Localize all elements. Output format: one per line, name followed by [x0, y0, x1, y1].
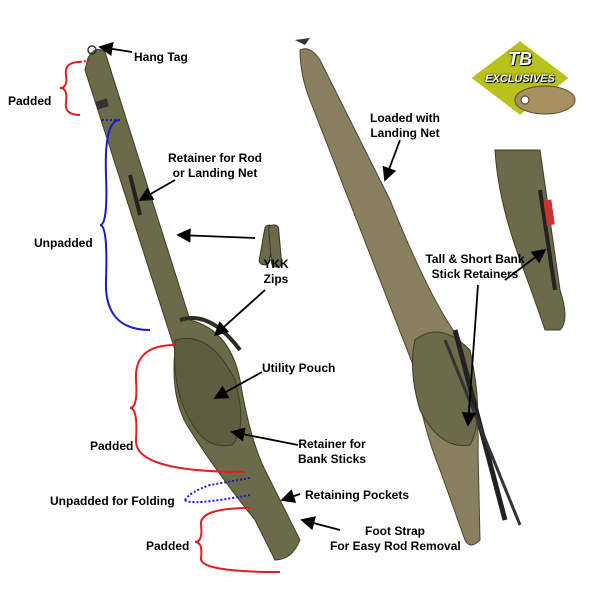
label-bank-stick-retainers: Tall & Short Bank Stick Retainers — [420, 252, 530, 282]
label-retainer-bank-sticks: Retainer for Bank Sticks — [292, 437, 372, 467]
hang-tag — [87, 45, 97, 55]
label-bank-retainers-line2: Stick Retainers — [431, 267, 519, 281]
label-unpadded: Unpadded — [34, 236, 93, 250]
label-retaining-pockets: Retaining Pockets — [305, 488, 410, 502]
label-retainer-rod-line2: or Landing Net — [172, 166, 258, 180]
label-ykk-zips: YKK Zips — [256, 257, 296, 287]
label-padded-top: Padded — [8, 94, 52, 108]
unpadded-folding-bracket — [184, 477, 251, 504]
callout-arrows — [98, 41, 547, 531]
label-retainer-bank-line1: Retainer for — [298, 437, 366, 451]
padded-bracket-bottom — [194, 507, 281, 573]
label-ykk-line2: Zips — [263, 272, 289, 286]
label-padded-middle: Padded — [90, 439, 134, 453]
label-retainer-bank-line2: Bank Sticks — [297, 452, 367, 466]
label-ykk-line1: YKK — [263, 257, 289, 271]
inset-photo-bank-sticks — [494, 149, 566, 331]
label-utility-pouch: Utility Pouch — [262, 361, 336, 375]
label-padded-bottom: Padded — [146, 539, 190, 553]
rod-bag-right — [295, 38, 522, 546]
brand-badge — [95, 98, 109, 110]
logo-text-exclusives: EXCLUSIVES — [485, 73, 555, 85]
label-hang-tag: Hang Tag — [134, 50, 188, 64]
label-foot-strap: Foot Strap For Easy Rod Removal — [330, 524, 461, 554]
ykk-zip-pullers — [258, 224, 283, 268]
padded-bracket-top — [59, 61, 81, 116]
rod-bag-left — [84, 45, 301, 561]
label-loaded-landing-net: Loaded with Landing Net — [365, 111, 445, 141]
label-retainer-rod: Retainer for Rod or Landing Net — [160, 151, 270, 181]
label-foot-strap-line1: Foot Strap — [365, 524, 425, 538]
label-loaded-line2: Landing Net — [370, 126, 440, 140]
label-unpadded-folding: Unpadded for Folding — [50, 494, 175, 508]
tb-exclusives-logo — [468, 38, 576, 118]
unpadded-bracket — [99, 119, 151, 331]
logo-text-tb: TB — [508, 49, 532, 69]
label-foot-strap-line2: For Easy Rod Removal — [330, 539, 461, 553]
label-retainer-rod-line1: Retainer for Rod — [167, 151, 262, 165]
rod-retainer-strap — [128, 174, 142, 216]
padded-bracket-middle — [129, 344, 246, 473]
label-loaded-line1: Loaded with — [370, 111, 440, 125]
label-bank-retainers-line1: Tall & Short Bank — [425, 252, 525, 266]
